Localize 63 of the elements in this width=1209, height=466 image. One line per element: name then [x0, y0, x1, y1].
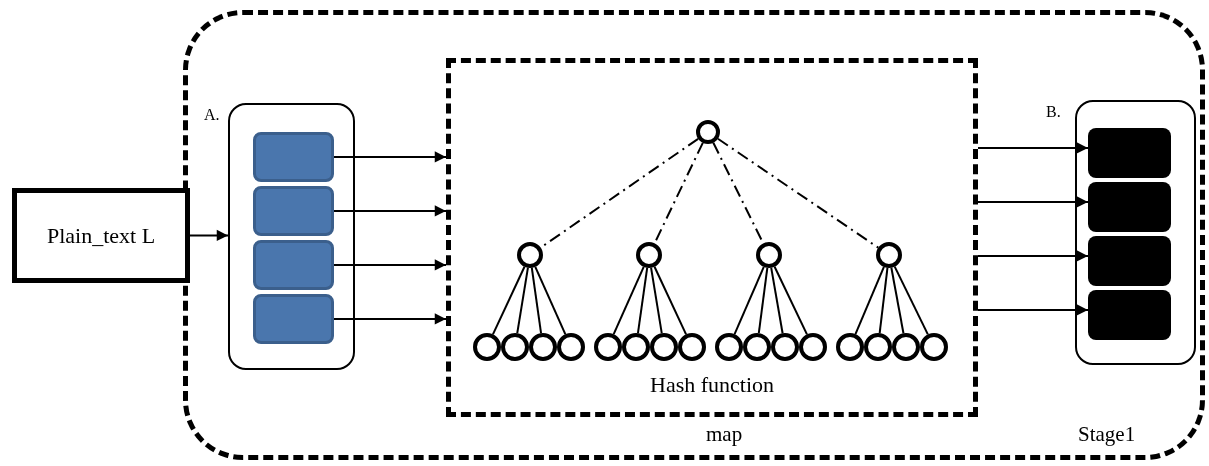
connector-line	[716, 137, 880, 249]
arrow	[189, 229, 229, 242]
connector-line	[854, 265, 885, 336]
arrow	[333, 259, 447, 271]
connector-line	[516, 266, 529, 335]
stage-boundary	[183, 10, 1205, 460]
tree-node-circle	[501, 333, 529, 361]
arrow	[333, 151, 447, 163]
box-label: Hash function	[650, 372, 775, 398]
connector-line	[890, 266, 905, 335]
tree-node-circle	[876, 242, 902, 268]
connector-line	[757, 266, 769, 335]
box-caption: map	[706, 422, 743, 447]
tree-node-circle	[756, 242, 782, 268]
tree-node-circle	[594, 333, 622, 361]
tree-node-circle	[622, 333, 650, 361]
connector-line	[770, 266, 784, 335]
data-block	[253, 132, 334, 182]
connector-line	[612, 265, 645, 336]
tree-node-circle	[743, 333, 771, 361]
output-block	[1088, 290, 1171, 340]
tree-node-circle	[557, 333, 585, 361]
tree-node-circle	[799, 333, 827, 361]
tree-node-circle	[920, 333, 948, 361]
tree-node-circle	[517, 242, 543, 268]
output-block	[1088, 236, 1171, 286]
tree-node-circle	[678, 333, 706, 361]
connector-line	[733, 265, 765, 336]
data-block	[253, 240, 334, 290]
container-label: A.	[204, 106, 220, 125]
connector-line	[636, 266, 649, 335]
data-block	[253, 186, 334, 236]
tree-node-circle	[636, 242, 662, 268]
connector-line	[491, 265, 526, 336]
connector-line	[653, 265, 688, 336]
connector-line	[650, 266, 663, 335]
stage-label: Stage1	[1078, 422, 1136, 447]
tree-node-circle	[650, 333, 678, 361]
tree-node-circle	[892, 333, 920, 361]
connector-line	[534, 265, 567, 336]
container-label: B.	[1046, 103, 1061, 122]
connector-line	[893, 265, 929, 336]
data-block	[253, 294, 334, 344]
tree-node-circle	[473, 333, 501, 361]
connector-line	[773, 265, 808, 336]
tree-node-circle	[696, 120, 720, 144]
tree-node-circle	[771, 333, 799, 361]
arrow	[333, 313, 447, 325]
input-box	[12, 188, 190, 283]
connector-line	[878, 266, 889, 335]
arrow	[977, 196, 1089, 208]
tree-node-circle	[715, 333, 743, 361]
tree-node-circle	[864, 333, 892, 361]
arrow	[977, 250, 1089, 262]
output-block	[1088, 128, 1171, 178]
connector-line	[530, 266, 543, 335]
tree-node-circle	[529, 333, 557, 361]
box-label: Plain_text L	[47, 223, 156, 249]
output-block	[1088, 182, 1171, 232]
tree-node-circle	[836, 333, 864, 361]
arrow	[333, 205, 447, 217]
arrow	[977, 142, 1089, 154]
arrow	[977, 304, 1089, 316]
